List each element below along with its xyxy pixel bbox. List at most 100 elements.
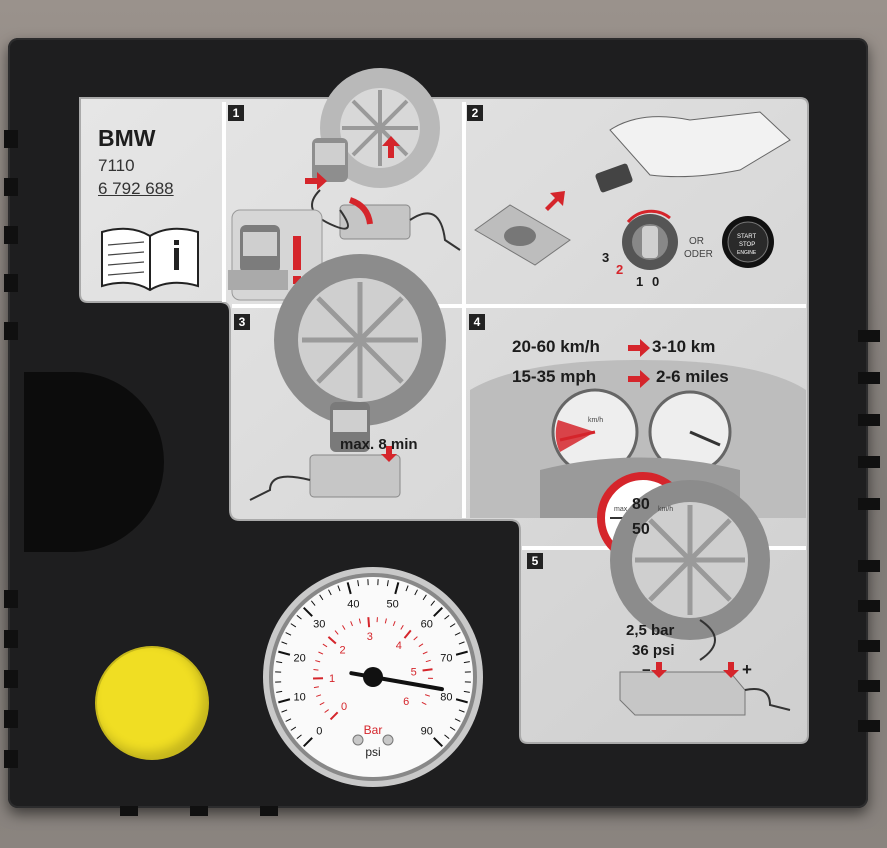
psi-tick <box>346 582 352 595</box>
psi-tick <box>290 623 297 628</box>
ign-pos-2: 2 <box>616 262 624 277</box>
speed-imperial-range: 15-35 mph <box>512 367 597 386</box>
bar-tick <box>403 629 412 639</box>
target-psi-text: 36 psi <box>632 642 675 659</box>
max-time-text: max. 8 min <box>340 436 418 453</box>
limit-bottom-value: 50 <box>632 521 650 538</box>
speedo-unit: km/h <box>588 417 604 424</box>
right-rib <box>858 680 880 692</box>
bar-tick <box>425 659 431 663</box>
left-rib <box>4 750 18 768</box>
psi-tick-label: 10 <box>293 692 305 704</box>
target-bar-text: 2,5 bar <box>626 622 675 639</box>
bar-tick <box>424 694 431 697</box>
panel-2-art <box>474 111 791 270</box>
part-code-line1: 7110 <box>98 156 135 175</box>
psi-tick <box>405 585 409 592</box>
psi-tick <box>463 690 470 693</box>
left-rib <box>4 274 18 292</box>
bar-tick <box>334 630 339 635</box>
bar-tick-label: 1 <box>329 673 335 685</box>
psi-tick <box>357 580 360 587</box>
psi-tick-label: 0 <box>316 726 322 738</box>
psi-tick <box>455 698 468 704</box>
ign-pos-0: 0 <box>652 274 660 289</box>
psi-tick <box>449 726 456 731</box>
psi-tick-label: 90 <box>421 726 433 738</box>
psi-tick <box>281 641 288 645</box>
bar-tick <box>316 694 322 697</box>
bar-tick <box>413 636 418 641</box>
bottom-rib <box>120 806 138 816</box>
yellow-button[interactable] <box>97 648 207 758</box>
psi-tick <box>290 726 297 731</box>
ign-pos-3: 3 <box>602 250 610 265</box>
start-button-line2: STOP <box>739 242 756 248</box>
psi-tick <box>433 606 444 617</box>
psi-tick <box>444 734 450 740</box>
psi-tick <box>296 734 302 740</box>
bar-tick <box>313 668 319 671</box>
psi-tick <box>337 585 341 592</box>
bar-tick <box>329 711 339 721</box>
bar-tick <box>322 643 328 648</box>
psi-tick <box>386 580 389 587</box>
minus-terminal: − <box>642 662 651 679</box>
psi-tick-label: 50 <box>387 599 399 611</box>
panel-number-4: 4 <box>469 314 485 330</box>
limit-unit-text: km/h <box>658 506 674 513</box>
left-rib <box>4 130 18 148</box>
bar-tick-label: 0 <box>341 701 347 713</box>
right-rib <box>858 640 880 652</box>
psi-tick <box>278 698 291 704</box>
start-button-line1: START <box>737 234 757 240</box>
psi-tick <box>454 718 461 722</box>
bar-tick <box>400 624 404 630</box>
panel-number-1: 1 <box>228 105 244 121</box>
bar-tick-label: 3 <box>367 631 373 643</box>
housing-recess <box>24 372 164 552</box>
right-rib <box>858 560 880 572</box>
psi-tick <box>276 690 283 693</box>
bar-tick <box>350 621 353 627</box>
panel-5-art <box>610 480 791 716</box>
distance-imperial-range: 2-6 miles <box>656 367 729 386</box>
start-button-line3: ENGINE <box>737 250 757 256</box>
bar-tick <box>421 701 427 706</box>
right-rib <box>858 600 880 612</box>
bar-tick <box>422 651 428 655</box>
bar-tick <box>392 621 396 627</box>
left-rib <box>4 322 18 340</box>
psi-tick <box>276 661 283 664</box>
distance-metric-range: 3-10 km <box>652 337 716 356</box>
bar-tick <box>315 660 321 663</box>
psi-tick <box>310 600 316 606</box>
psi-tick <box>296 614 302 620</box>
psi-tick <box>281 709 288 713</box>
bottom-rib <box>190 806 208 816</box>
psi-tick <box>394 582 400 595</box>
gauge-bar-label: Bar <box>364 723 383 737</box>
right-rib <box>858 498 880 510</box>
right-rib <box>858 372 880 384</box>
panel-number-5: 5 <box>527 553 543 569</box>
left-rib <box>4 178 18 196</box>
psi-tick <box>430 600 436 606</box>
psi-tick <box>433 737 444 748</box>
bar-tick <box>358 618 361 624</box>
psi-tick-label: 20 <box>293 652 305 664</box>
psi-tick <box>458 641 465 645</box>
part-code-line2: 6 792 688 <box>98 179 174 198</box>
bar-tick <box>418 643 424 648</box>
bar-tick <box>384 618 387 624</box>
ign-pos-1: 1 <box>636 274 644 289</box>
psi-tick-label: 30 <box>313 618 325 630</box>
psi-tick <box>449 623 456 628</box>
psi-tick <box>302 737 313 748</box>
right-rib <box>858 720 880 732</box>
bar-tick-label: 5 <box>411 667 417 679</box>
psi-tick <box>319 594 324 601</box>
